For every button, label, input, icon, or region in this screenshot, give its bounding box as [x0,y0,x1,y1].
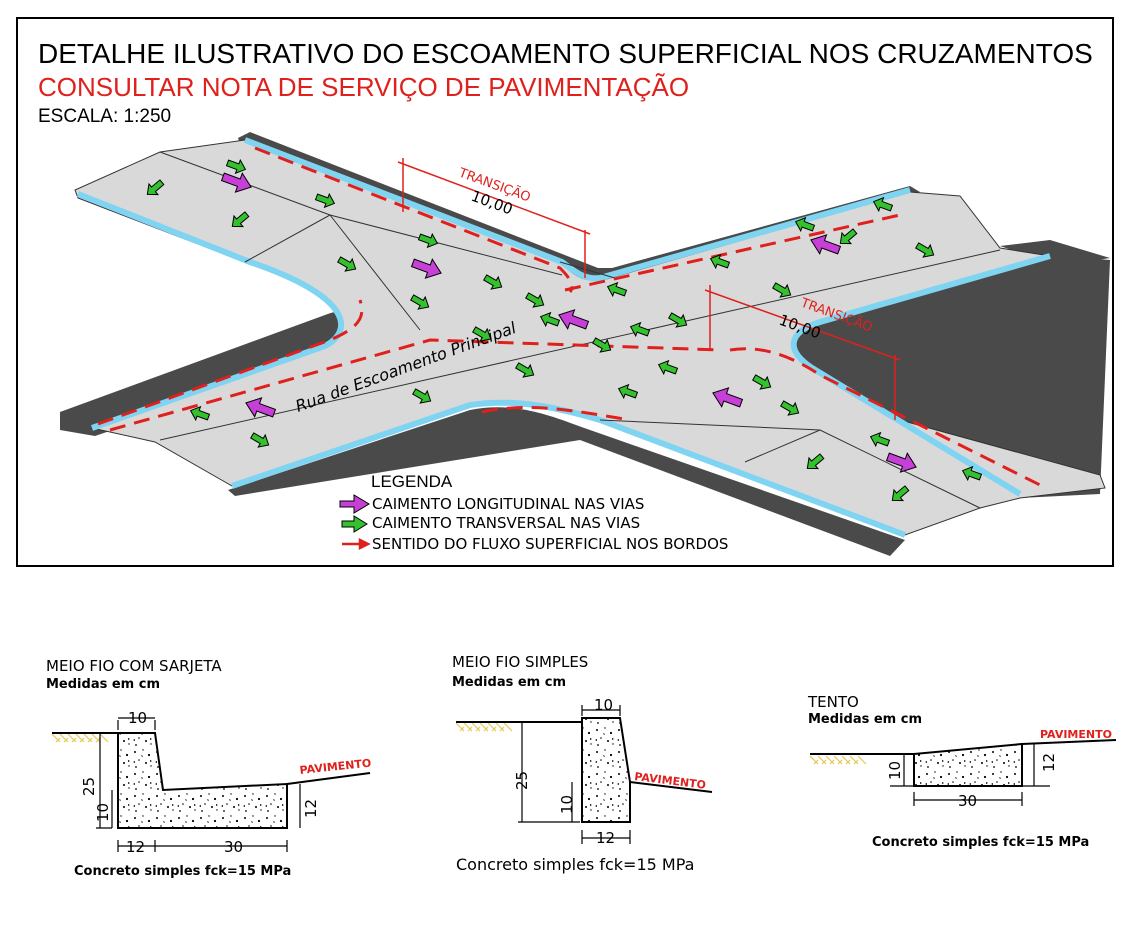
page-subtitle: CONSULTAR NOTA DE SERVIÇO DE PAVIMENTAÇÃ… [38,72,689,102]
scale-label: ESCALA: 1:250 [38,106,171,127]
dim-base: 12 [126,838,145,856]
page-title: DETALHE ILUSTRATIVO DO ESCOAMENTO SUPERF… [38,38,1093,69]
panel-lines [244,214,981,509]
section-title: MEIO FIO SIMPLES [452,653,588,671]
legend-title: LEGENDA [371,472,453,491]
dim-height: 25 [80,777,98,796]
dim-top: 10 [128,709,147,727]
dim-bottom-h: 10 [558,795,576,814]
section-note: Concreto simples fck=15 MPa [456,855,694,874]
dim-right-h: 12 [302,799,320,818]
section-units: Medidas em cm [452,675,566,690]
section-meio-fio-sarjeta: MEIO FIO COM SARJETA Medidas em cm PAVIM… [46,657,372,879]
legend-item-long: CAIMENTO LONGITUDINAL NAS VIAS [372,495,644,513]
section-units: Medidas em cm [808,712,922,727]
legend-trans-arrow-icon [341,515,368,533]
section-note: Concreto simples fck=15 MPa [74,864,291,879]
gutter-south [231,399,907,538]
gutter-north [243,137,911,282]
dim-height: 25 [513,771,531,790]
dim-base: 30 [958,792,977,810]
ground-hatch [455,722,513,732]
pavement-label: PAVIMENTO [1040,728,1112,741]
legend-long-arrow-icon [339,494,370,514]
intersection-plan: TRANSIÇÃO 10,00 TRANSIÇÃO 10,00 Rua de E… [60,132,1110,556]
dim-right-h: 12 [1040,753,1058,772]
plan-frame [16,17,1114,567]
curb-simple-body [581,717,631,823]
section-title: MEIO FIO COM SARJETA [46,657,222,675]
pavement-label: PAVIMENTO [634,770,707,792]
curb-southeast [780,256,1110,498]
section-title: TENTO [807,693,859,711]
gutter-west [76,191,345,431]
section-units: Medidas em cm [46,677,160,692]
legend-flow-icon [342,537,371,551]
section-tento: TENTO Medidas em cm PAVIMENTO 10 12 30 C… [807,693,1117,850]
legend-item-flow: SENTIDO DO FLUXO SUPERFICIAL NOS BORDOS [372,535,728,553]
dim-gutter: 30 [224,838,243,856]
dim-top: 10 [594,696,613,714]
dim-bottom-h: 10 [94,803,112,822]
flow-lines [97,146,1041,487]
transition-dims [397,158,901,420]
gutter-east [790,253,1051,497]
curb-south [228,407,905,556]
legend: LEGENDA CAIMENTO LONGITUDINAL NAS VIAS C… [339,472,728,553]
tento-body [913,742,1023,787]
ground-hatch [809,755,867,765]
legend-item-trans: CAIMENTO TRANSVERSAL NAS VIAS [372,514,640,532]
dim-base: 12 [596,829,615,847]
dim-left-h: 10 [886,761,904,780]
curb-west [60,311,354,436]
curb-gutter-body [117,732,288,829]
section-note: Concreto simples fck=15 MPa [872,835,1089,850]
section-meio-fio-simples: MEIO FIO SIMPLES Medidas em cm PAVIMENTO… [452,653,713,874]
